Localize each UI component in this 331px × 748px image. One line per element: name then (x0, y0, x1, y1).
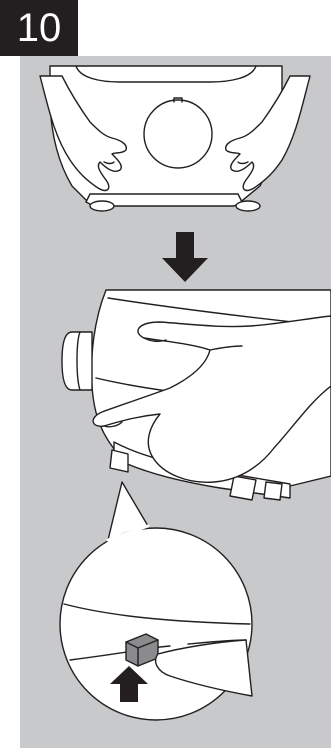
instruction-illustration (20, 56, 331, 748)
step-number: 10 (17, 6, 62, 50)
arrow-down-icon (162, 232, 208, 282)
foot-right (236, 201, 260, 211)
side-foot-left (110, 450, 128, 472)
side-foot-right (230, 476, 256, 500)
scene-turn-appliance (62, 290, 331, 500)
magnifier-circle (60, 528, 252, 720)
drive-coupling (144, 100, 212, 168)
step-number-badge: 10 (0, 0, 78, 56)
scene-release-catch (60, 526, 252, 720)
foot-left (90, 201, 114, 211)
scene-lift-base (40, 66, 310, 211)
side-foot-right-2 (264, 482, 282, 500)
illustration-panel (20, 56, 331, 748)
